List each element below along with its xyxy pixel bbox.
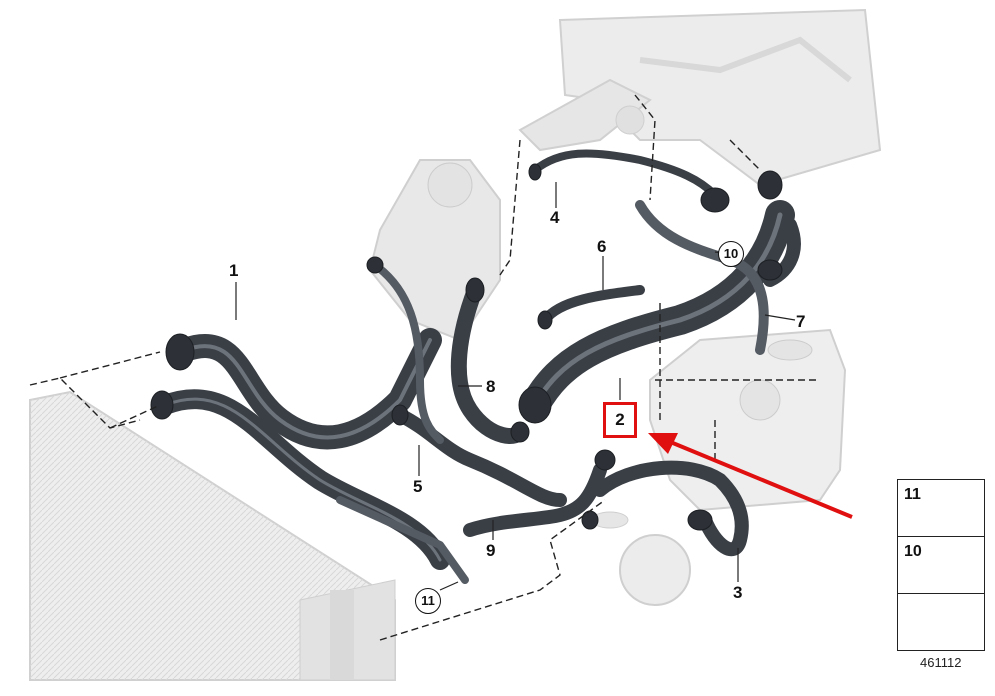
callout-7: 7 (796, 312, 806, 331)
legend-cell-clip: 11 (898, 480, 984, 537)
callout-5: 5 (413, 477, 423, 496)
parts-legend: 11 10 (897, 479, 985, 651)
callout-1: 1 (229, 261, 239, 280)
callout-4: 4 (550, 208, 560, 227)
callout-9: 9 (486, 541, 496, 560)
highlighted-callout-2: 2 (603, 402, 637, 438)
legend-number-11: 11 (904, 486, 921, 503)
legend-cell-clamp: 10 (898, 537, 984, 594)
expansion-tank-ghost (649, 328, 847, 512)
callout-3: 3 (733, 583, 743, 602)
callout-11-circled: 11 (415, 588, 441, 614)
radiator-ghost (29, 390, 396, 681)
intake-manifold-ghost (518, 8, 882, 187)
water-pump-ghost (368, 159, 501, 342)
aux-pump-ghost (591, 511, 691, 606)
red-pointer-arrow (648, 433, 853, 519)
dashed-assembly-lines (29, 94, 820, 641)
diagram-reference-number: 461112 (920, 655, 962, 670)
hose-connectors (150, 163, 783, 531)
callout-6: 6 (597, 237, 607, 256)
outline-arrow-icon (898, 594, 984, 649)
callout-10-circled: 10 (718, 241, 744, 267)
legend-number-10: 10 (904, 543, 922, 560)
callout-8: 8 (486, 377, 496, 396)
